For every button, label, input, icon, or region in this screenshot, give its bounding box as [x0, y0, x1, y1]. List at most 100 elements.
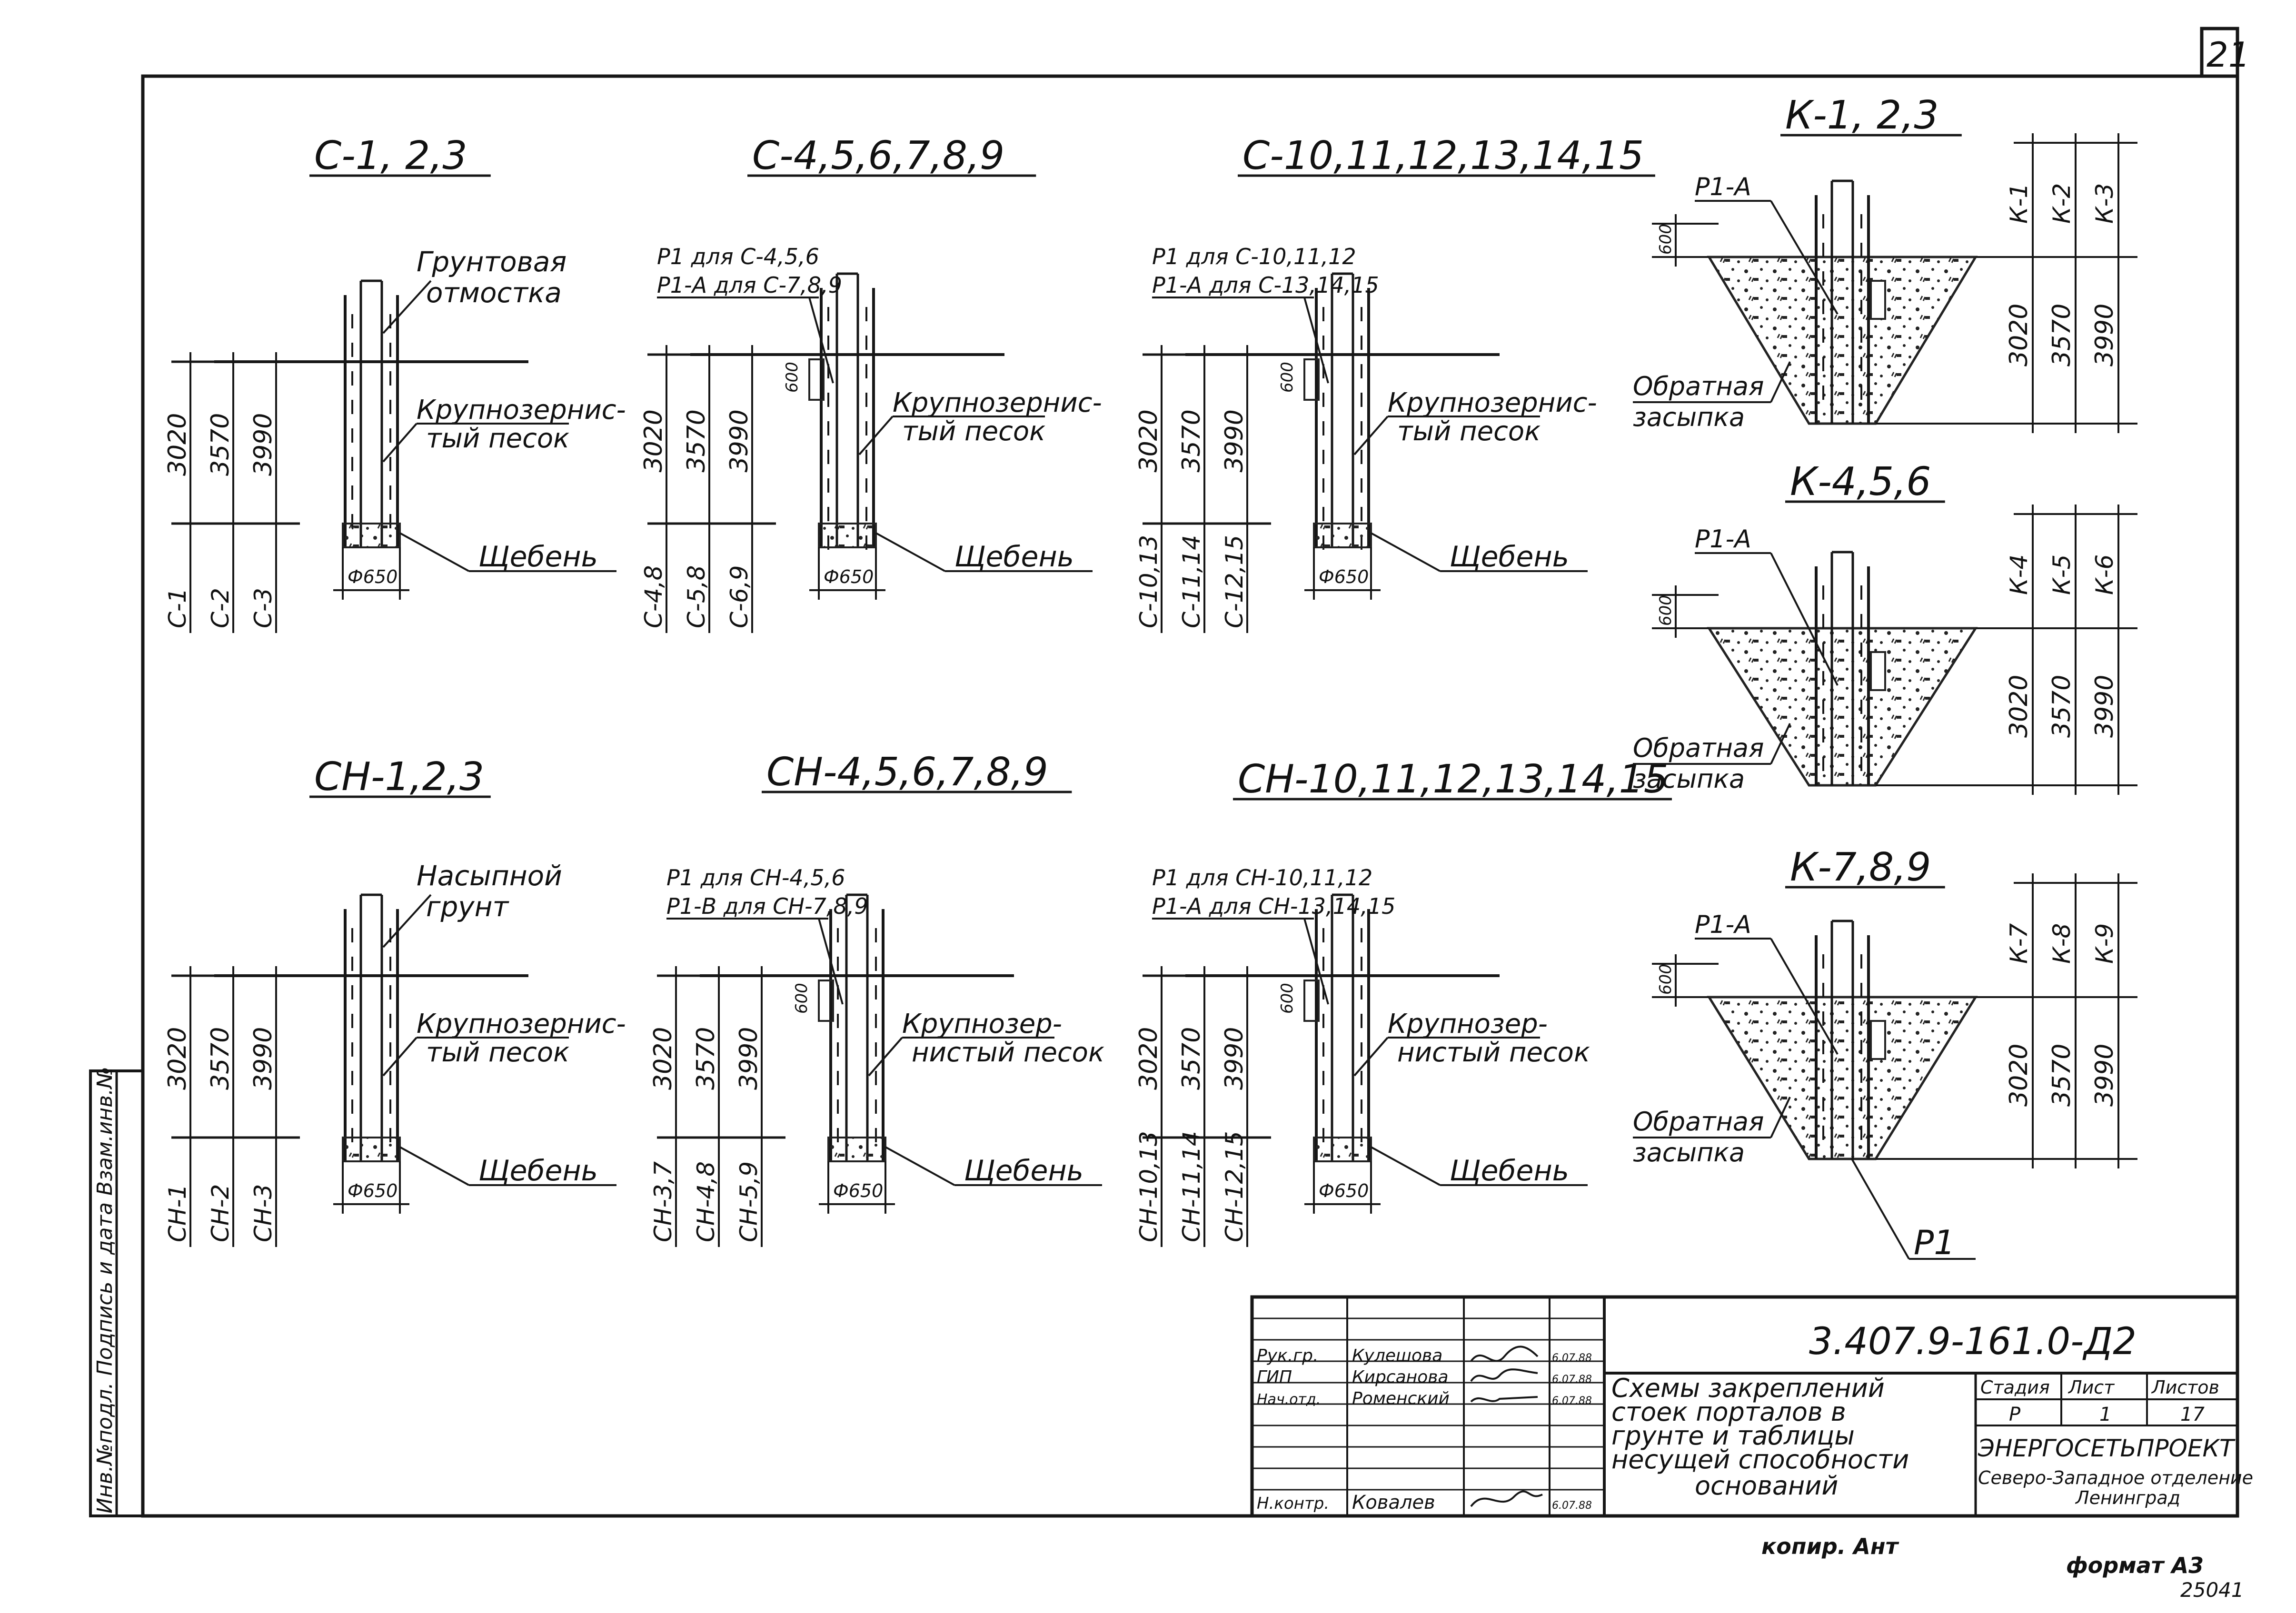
scheme-ch-1-2-3-depth-3020: 3020 [163, 1027, 192, 1090]
scheme-ch-10-15-depth-3990: 3990 [1220, 1027, 1249, 1090]
side-stamp-label: Инв.№подл. Подпись и дата Взам.инв.№ [93, 1067, 117, 1514]
scheme-ch-4-9-pad-dim: 600 [792, 983, 811, 1014]
scheme-ch-1-2-3-mark: СН-2 [207, 1184, 234, 1242]
scheme-k-7-8-9-bracket [1870, 1020, 1886, 1060]
scheme-k-7-8-9-backfill-1: Обратная [1633, 1107, 1764, 1137]
scheme-k-4-5-6-pad-dim: 600 [1656, 595, 1675, 626]
title-line-4: оснований [1695, 1471, 1838, 1501]
scheme-k-7-8-9-note-leader [1770, 938, 1839, 1055]
scheme-ch-4-9-depth-3020: 3020 [649, 1027, 677, 1090]
scheme-c-1-2-3-sand-leader [382, 423, 417, 463]
scheme-c-10-15-mark: С-12,15 [1221, 535, 1248, 628]
scheme-k-4-5-6-depth-1: 3570 [2048, 675, 2076, 738]
scheme-c-1-2-3-mark: С-1 [164, 588, 191, 628]
scheme-ch-4-9-mark: СН-3,7 [649, 1161, 677, 1242]
scheme-c-10-15-mark: С-10,13 [1135, 535, 1163, 628]
scheme-ch-1-2-3-depth-3570: 3570 [206, 1027, 235, 1090]
scheme-c-1-2-3-mark: С-3 [249, 588, 277, 628]
scheme-c-1-2-3-depth-3570: 3570 [206, 413, 235, 476]
scheme-ch-4-9-mark: СН-5,9 [735, 1161, 763, 1242]
scheme-c-10-15: С-10,11,12,13,14,15Ф6503020С-10,133570С-… [1134, 133, 1655, 633]
scheme-ch-4-9-note-2: Р1-В для СН-7,8,9 [666, 893, 868, 919]
scheme-c-1-2-3-depth-3990: 3990 [249, 413, 278, 476]
tb-name-3: Ковалев [1352, 1492, 1435, 1514]
scheme-ch-10-15-gravel-pad [1313, 1137, 1372, 1162]
scheme-ch-10-15-note-leader [1303, 918, 1329, 1005]
scheme-k-1-2-3-mark-1: К-2 [2048, 183, 2076, 224]
tb-role-0: Рук.гр. [1257, 1346, 1318, 1366]
tb-date-0: 6.07.88 [1552, 1352, 1592, 1364]
scheme-c-10-15-depth-3990: 3990 [1220, 409, 1249, 472]
scheme-ch-10-15-note-1: Р1 для СН-10,11,12 [1152, 865, 1372, 891]
scheme-k-1-2-3: К-1, 2,3К-13020К-23570К-33990600Р1-АОбра… [1633, 93, 2137, 433]
scheme-k-7-8-9-depth-2: 3990 [2090, 1044, 2119, 1107]
scheme-c-1-2-3-leader-top [382, 280, 432, 334]
scheme-ch-1-2-3-label-top-1: Насыпной [417, 860, 562, 892]
scheme-ch-1-2-3-leader-top [382, 894, 432, 948]
scheme-ch-10-15-mark: СН-11,14 [1178, 1131, 1205, 1242]
scheme-c-4-9-diameter: Ф650 [824, 566, 874, 587]
scheme-k-7-8-9-note: Р1-А [1695, 910, 1751, 939]
scheme-ch-1-2-3-depth-3990: 3990 [249, 1027, 278, 1090]
scheme-k-1-2-3-mark-2: К-3 [2091, 183, 2118, 224]
tb-sheet-value: 1 [2099, 1404, 2111, 1425]
scheme-ch-4-9-sand-2: нистый песок [912, 1037, 1104, 1068]
scheme-c-10-15-gravel-leader [1371, 532, 1441, 572]
scheme-ch-4-9-title: СН-4,5,6,7,8,9 [766, 750, 1048, 795]
scheme-ch-1-2-3-sand-1: Крупнозернис- [417, 1009, 626, 1039]
title-line-0: Схемы закреплений [1611, 1373, 1885, 1403]
paper-format: формат А3 [2066, 1553, 2204, 1578]
scheme-ch-1-2-3-title: СН-1,2,3 [314, 754, 484, 800]
outer-frame [141, 74, 2239, 1518]
scheme-c-4-9-gravel-pad [818, 523, 877, 548]
scheme-c-4-9-mark: С-5,8 [683, 565, 710, 628]
scheme-k-4-5-6-title: К-4,5,6 [1790, 459, 1931, 505]
tb-name-2: Роменский [1352, 1389, 1450, 1408]
scheme-k-4-5-6-depth-0: 3020 [2005, 675, 2033, 738]
scheme-k-1-2-3-mark-0: К-1 [2005, 183, 2033, 224]
scheme-k-1-2-3-title: К-1, 2,3 [1785, 93, 1939, 138]
scheme-ch-10-15-depth-3020: 3020 [1134, 1027, 1163, 1090]
scheme-k-4-5-6-bracket [1870, 651, 1886, 691]
scheme-c-1-2-3-depth-3020: 3020 [163, 413, 192, 476]
scheme-k-4-5-6-depth-2: 3990 [2090, 675, 2119, 738]
scheme-c-4-9-depth-3020: 3020 [639, 409, 668, 472]
scheme-ch-10-15-gravel-leader [1371, 1146, 1441, 1186]
scheme-ch-10-15: СН-10,11,12,13,14,15Ф6503020СН-10,133570… [1134, 757, 1672, 1247]
scheme-c-10-15-depth-3020: 3020 [1134, 409, 1163, 472]
scheme-ch-10-15-diameter: Ф650 [1319, 1180, 1369, 1201]
scheme-ch-1-2-3-sand-leader [382, 1037, 417, 1077]
signature-0 [1470, 1346, 1539, 1362]
scheme-k-1-2-3-note: Р1-А [1695, 173, 1751, 201]
scheme-c-4-9-bracket [808, 358, 825, 401]
scheme-c-1-2-3-gravel: Щебень [478, 540, 598, 574]
scheme-ch-10-15-sand-leader [1353, 1037, 1389, 1077]
scheme-k-4-5-6-mark-1: К-5 [2048, 554, 2076, 595]
scheme-ch-10-15-mark: СН-10,13 [1135, 1131, 1163, 1242]
scheme-k-1-2-3-backfill-leader [1770, 361, 1791, 403]
scheme-c-1-2-3-sand-1: Крупнозернис- [417, 395, 626, 426]
scheme-ch-4-9-gravel-pad [827, 1137, 886, 1162]
scheme-c-4-9: С-4,5,6,7,8,9Ф6503020С-4,83570С-5,83990С… [639, 133, 1102, 633]
scheme-c-10-15-title: С-10,11,12,13,14,15 [1242, 133, 1644, 178]
tb-sheets-header: Листов [2151, 1377, 2219, 1398]
scheme-k-1-2-3-depth-1: 3570 [2048, 304, 2076, 366]
scheme-c-10-15-sand-leader [1353, 416, 1389, 455]
org-line-1: Северо-Западное отделение [1978, 1467, 2253, 1488]
scheme-ch-4-9: СН-4,5,6,7,8,9Ф6503020СН-3,73570СН-4,839… [649, 750, 1104, 1247]
scheme-c-10-15-note-2: Р1-А для С-13,14,15 [1152, 272, 1379, 298]
scheme-k-7-8-9: К-7,8,9К-73020К-83570К-93990600Р1-АОбрат… [1633, 845, 2137, 1262]
scheme-k-4-5-6-note: Р1-А [1695, 525, 1751, 554]
tb-stage-value: Р [2009, 1404, 2021, 1425]
scheme-ch-10-15-sand-2: нистый песок [1397, 1037, 1590, 1068]
scheme-c-1-2-3-gravel-pad [342, 523, 401, 548]
org-line-0: ЭНЕРГОСЕТЬПРОЕКТ [1978, 1435, 2236, 1462]
scheme-k-1-2-3-backfill-1: Обратная [1633, 371, 1764, 401]
scheme-k-4-5-6-note-leader [1770, 553, 1839, 686]
scheme-c-4-9-depth-3570: 3570 [682, 409, 711, 472]
scheme-ch-1-2-3-mark: СН-1 [164, 1184, 191, 1242]
tb-sheet-header: Лист [2067, 1377, 2115, 1398]
scheme-k-1-2-3-note-leader [1770, 200, 1839, 315]
scheme-c-1-2-3: С-1, 2,3Ф6503020С-13570С-23990С-3Грунтов… [163, 133, 626, 633]
scheme-k-7-8-9-depth-1: 3570 [2048, 1044, 2076, 1107]
